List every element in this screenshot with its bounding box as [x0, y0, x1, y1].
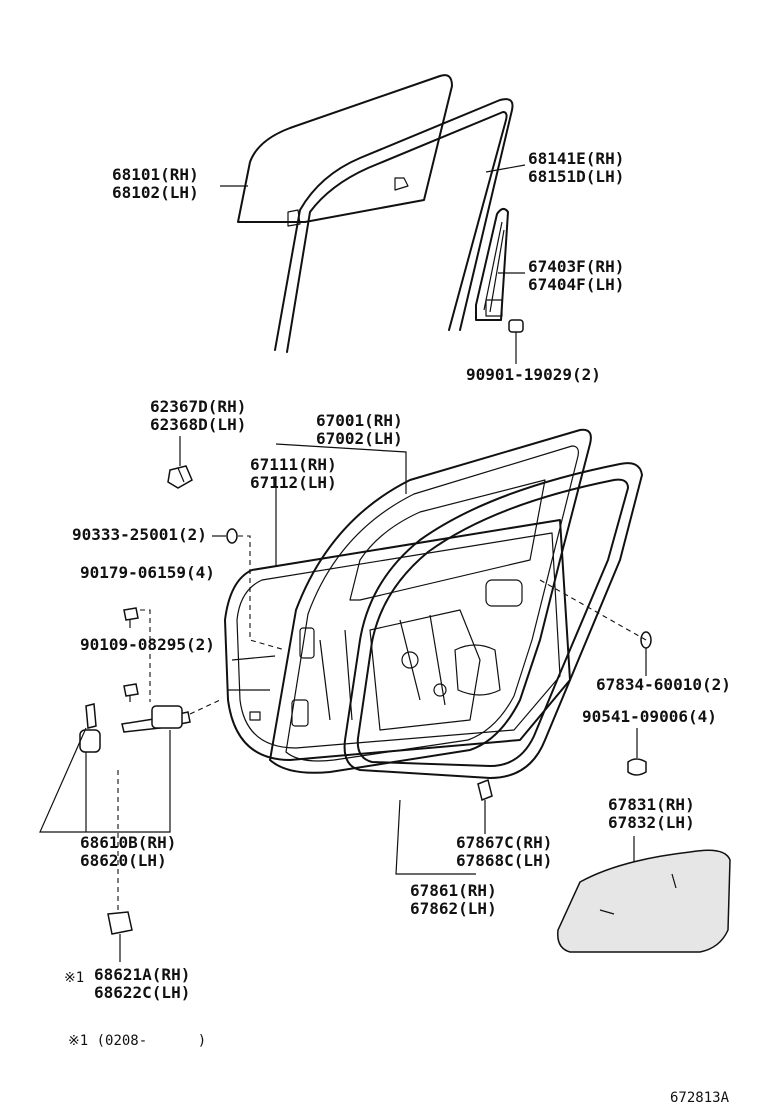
label-sash-lh: 67404F(LH): [528, 275, 624, 294]
bolt-c-part: [123, 683, 139, 702]
leader-lines: [39, 164, 647, 962]
label-check-rh: 68610B(RH): [80, 833, 176, 852]
label-door-rh: 67001(RH): [316, 411, 403, 430]
clip-part: [167, 465, 193, 489]
label-run-rh: 68141E(RH): [528, 149, 624, 168]
sash-bolt-part: [508, 319, 524, 342]
label-bolt-b: 90179-06159(4): [80, 563, 215, 582]
door-check-cover-part: [107, 911, 133, 935]
label-clip-d-lh: 67868C(LH): [456, 851, 552, 870]
label-bolt-sash: 90901-19029(2): [466, 365, 601, 384]
weatherstrip-part: [343, 462, 643, 779]
label-weather-rh: 67861(RH): [410, 881, 497, 900]
label-cover-b-lh: 68622C(LH): [94, 983, 190, 1002]
bolt-b-part: [123, 607, 139, 628]
glass-run-part: [274, 98, 514, 353]
label-glass-rh: 68101(RH): [112, 165, 199, 184]
label-check-lh: 68620(LH): [80, 851, 167, 870]
label-panel-rh: 67111(RH): [250, 455, 337, 474]
label-run-lh: 68151D(LH): [528, 167, 624, 186]
label-cover-b-rh: 68621A(RH): [94, 965, 190, 984]
part-labels: 68101(RH) 68102(LH) 68141E(RH) 68151D(LH…: [64, 149, 731, 1106]
door-clip-part: [477, 778, 493, 808]
label-bolt-c: 90109-08295(2): [80, 635, 215, 654]
hole-plug-a: [226, 528, 238, 544]
plug-c-part: [627, 758, 647, 776]
label-hole-plug: 67834-60010(2): [596, 675, 731, 694]
door-sash-part: [475, 208, 509, 321]
label-clip-d-rh: 67867C(RH): [456, 833, 552, 852]
diagram-id: 672813A: [670, 1090, 730, 1106]
label-panel-lh: 67112(LH): [250, 473, 337, 492]
label-note-mark: ※1: [64, 970, 84, 986]
label-cover-rh: 67831(RH): [608, 795, 695, 814]
label-sash-rh: 67403F(RH): [528, 257, 624, 276]
label-weather-lh: 67862(LH): [410, 899, 497, 918]
door-shell-part: [269, 428, 592, 774]
label-plug-a: 90333-25001(2): [72, 525, 207, 544]
door-panel-part: [224, 519, 571, 761]
label-note-text: ※1 (0208- ): [68, 1033, 206, 1049]
door-inner-structure: [369, 579, 523, 731]
label-door-lh: 67002(LH): [316, 429, 403, 448]
label-glass-lh: 68102(LH): [112, 183, 199, 202]
label-plug-b: 90541-09006(4): [582, 707, 717, 726]
service-hole-cover-part: [557, 849, 731, 953]
label-clip-lh: 62368D(LH): [150, 415, 246, 434]
label-clip-rh: 62367D(RH): [150, 397, 246, 416]
door-glass-part: [237, 74, 453, 227]
label-cover-lh: 67832(LH): [608, 813, 695, 832]
door-check-part: [79, 703, 191, 753]
